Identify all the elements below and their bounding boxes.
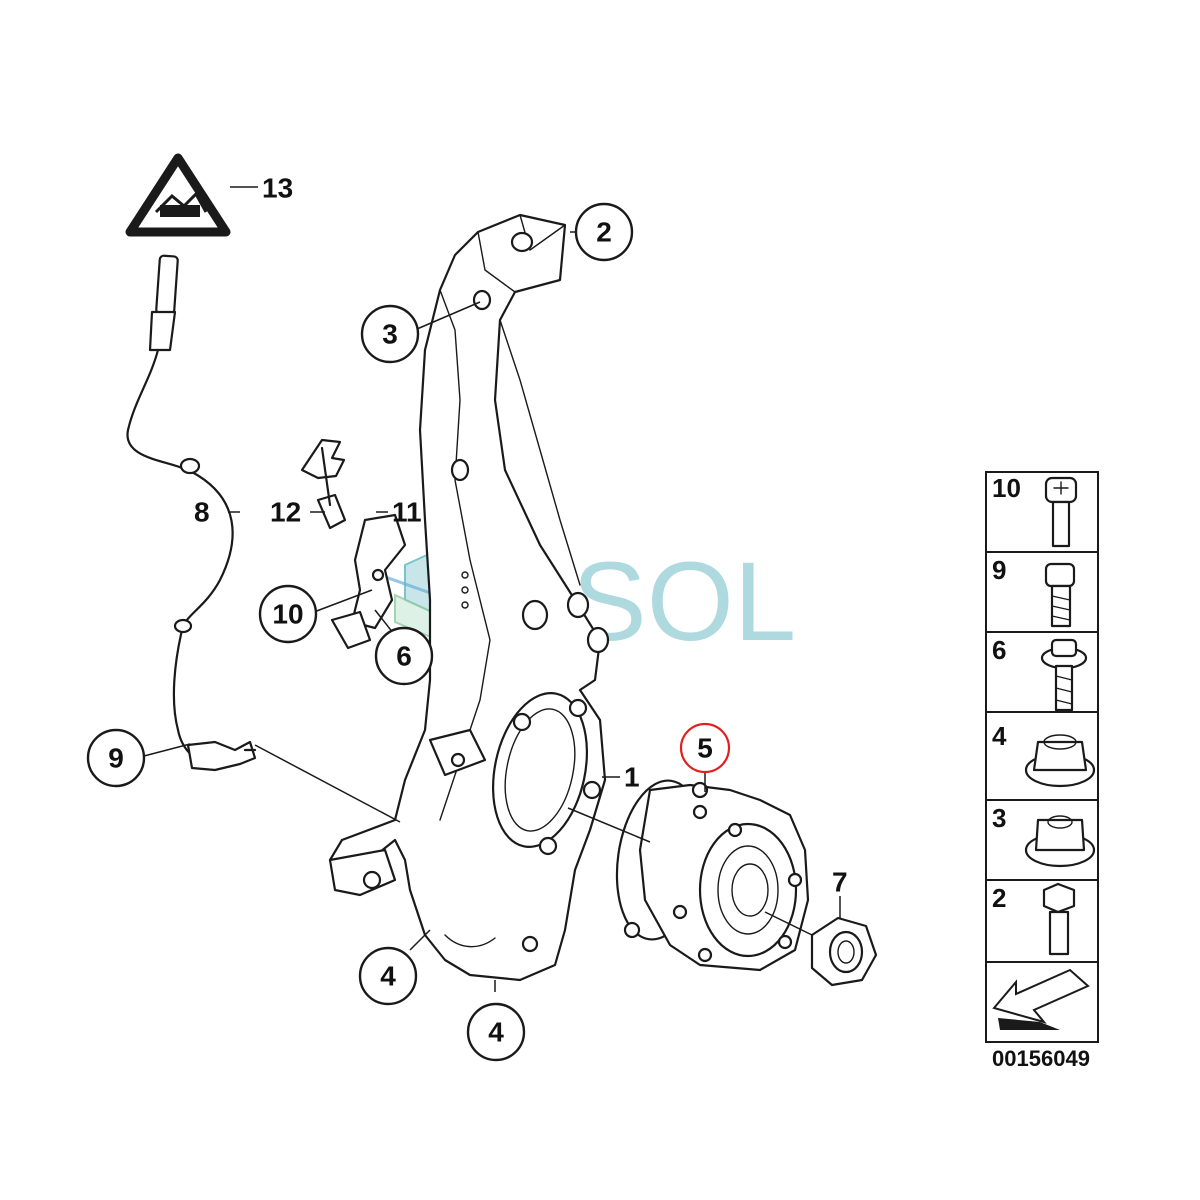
fastener-2: 2: [992, 882, 1076, 956]
fastener-9-label: 9: [992, 555, 1006, 585]
callout-9: 9: [86, 728, 146, 788]
callout-2: 2: [574, 202, 634, 262]
callout-3: 3: [360, 304, 420, 364]
arrow-icon: [992, 968, 1090, 1030]
fastener-3-label: 3: [992, 803, 1006, 833]
fastener-4-label: 4: [992, 721, 1007, 751]
callout-6: 6: [374, 626, 434, 686]
watermark-text: SOL: [572, 539, 796, 664]
callout-4-left: 4: [358, 946, 418, 1006]
callout-10-label: 10: [272, 599, 303, 630]
bracket-clips: [300, 438, 407, 650]
diagram-code: 00156049: [992, 1046, 1090, 1071]
callout-5: 5: [679, 722, 731, 774]
callout-4-bottom: 4: [466, 1002, 526, 1062]
fastener-2-label: 2: [992, 883, 1006, 913]
label-7: 7: [832, 867, 848, 898]
label-1: 1: [624, 762, 640, 793]
warning-triangle-icon: [125, 153, 231, 237]
fastener-6: 6: [992, 635, 1088, 712]
fastener-6-label: 6: [992, 635, 1006, 665]
callout-9-label: 9: [108, 743, 124, 774]
callout-3-label: 3: [382, 319, 398, 350]
callout-4b-label: 4: [488, 1017, 504, 1048]
fastener-10-label: 10: [992, 473, 1021, 503]
label-11: 11: [392, 497, 422, 528]
callout-10: 10: [258, 584, 318, 644]
steering-knuckle: [328, 213, 610, 982]
label-13: 13: [262, 173, 293, 204]
callout-2-label: 2: [596, 217, 612, 248]
callout-4a-label: 4: [380, 961, 396, 992]
fastener-9: 9: [992, 555, 1076, 628]
label-8: 8: [194, 497, 210, 528]
wheel-hub: [615, 779, 810, 972]
abs-sensor-cable: [126, 254, 257, 772]
collar-nut: [810, 916, 878, 987]
callout-6-label: 6: [396, 641, 412, 672]
fastener-4: 4: [992, 721, 1096, 788]
callout-5-label: 5: [697, 733, 713, 764]
fastener-10: 10: [992, 473, 1078, 548]
fastener-3: 3: [992, 803, 1096, 868]
label-12: 12: [270, 497, 301, 528]
fastener-panel: 10 9 6 4 3: [985, 471, 1099, 1043]
